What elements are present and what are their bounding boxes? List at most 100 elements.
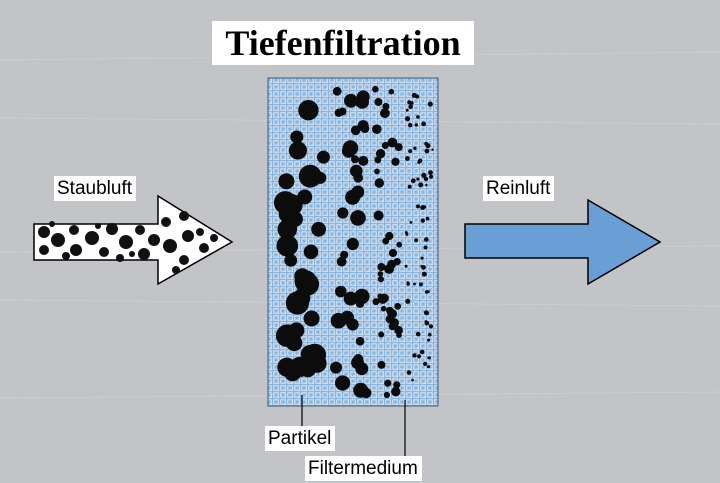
- particle: [427, 290, 430, 293]
- particle: [311, 221, 326, 237]
- particle: [69, 225, 79, 235]
- particle: [384, 264, 394, 274]
- particle: [424, 237, 429, 242]
- particle: [285, 291, 309, 315]
- particle: [351, 155, 359, 164]
- particle: [351, 356, 364, 370]
- particle: [70, 244, 82, 256]
- particle: [344, 93, 358, 108]
- particle: [425, 216, 430, 221]
- particle: [303, 310, 320, 327]
- particle: [95, 223, 101, 229]
- particle: [415, 331, 421, 337]
- particle: [290, 130, 304, 144]
- particle: [372, 85, 379, 93]
- particle: [425, 311, 429, 316]
- particle: [377, 271, 384, 277]
- particle: [85, 231, 99, 245]
- particle: [388, 248, 398, 258]
- particle: [427, 356, 431, 360]
- particle: [354, 288, 370, 305]
- particle: [358, 155, 369, 166]
- particle: [418, 158, 423, 163]
- particle: [421, 121, 426, 127]
- particle: [316, 150, 330, 164]
- particle: [408, 149, 413, 154]
- particle: [404, 116, 411, 122]
- particle: [431, 148, 434, 151]
- particle: [355, 95, 370, 109]
- dirty-air-label: Staubluft: [54, 176, 136, 201]
- particle: [412, 353, 417, 358]
- particle: [343, 291, 358, 306]
- particle: [423, 245, 428, 250]
- particle: [342, 140, 359, 156]
- particle: [163, 239, 177, 253]
- particle: [38, 226, 50, 238]
- particle: [39, 245, 49, 255]
- filter-medium-label: Filtermedium: [305, 456, 422, 481]
- particle: [135, 225, 145, 235]
- particle: [393, 258, 401, 266]
- particle: [382, 237, 390, 245]
- particle: [414, 238, 419, 243]
- particle: [182, 230, 194, 242]
- particle: [277, 219, 298, 240]
- particle: [423, 176, 429, 182]
- particle: [407, 100, 412, 105]
- particle: [394, 303, 402, 310]
- particle: [414, 123, 418, 127]
- particle: [372, 124, 382, 134]
- particle: [393, 381, 401, 389]
- particle: [420, 218, 425, 223]
- clean-air-label: Reinluft: [483, 176, 555, 201]
- particle: [416, 354, 422, 359]
- particle: [288, 141, 307, 160]
- particle: [334, 108, 343, 117]
- particle: [391, 157, 400, 166]
- particle: [427, 338, 431, 342]
- particle: [420, 256, 424, 260]
- trapped-particles: [273, 85, 434, 399]
- particle: [179, 255, 189, 265]
- particle: [411, 92, 417, 98]
- particle: [427, 101, 433, 107]
- particle: [418, 282, 423, 287]
- particle: [284, 254, 298, 267]
- particle: [418, 182, 424, 188]
- particle: [404, 264, 408, 268]
- particle: [355, 336, 365, 346]
- particle: [199, 243, 209, 253]
- particle: [346, 237, 359, 251]
- particle: [275, 324, 299, 348]
- particle: [297, 189, 313, 205]
- dust-particles: [38, 211, 218, 274]
- particle: [361, 387, 372, 399]
- particle: [406, 282, 410, 286]
- particle: [372, 298, 380, 306]
- particle: [410, 178, 416, 184]
- particle: [394, 143, 403, 152]
- particle-label: Partikel: [265, 426, 336, 451]
- particle: [161, 217, 171, 227]
- particle: [377, 276, 384, 283]
- particle: [332, 86, 342, 96]
- particle: [172, 266, 180, 274]
- particle: [406, 370, 412, 375]
- particle: [405, 298, 411, 304]
- particle: [396, 332, 402, 339]
- particle: [380, 108, 390, 119]
- particle: [411, 378, 414, 382]
- particle: [377, 263, 386, 271]
- particle: [405, 156, 410, 161]
- diagram-title: Tiefenfiltration: [212, 21, 474, 65]
- particle: [416, 177, 420, 181]
- particle: [374, 98, 383, 106]
- particle: [116, 254, 124, 262]
- particle: [378, 331, 385, 338]
- particle: [387, 137, 398, 148]
- particle: [388, 309, 398, 319]
- particle: [421, 172, 427, 178]
- particle: [426, 365, 431, 369]
